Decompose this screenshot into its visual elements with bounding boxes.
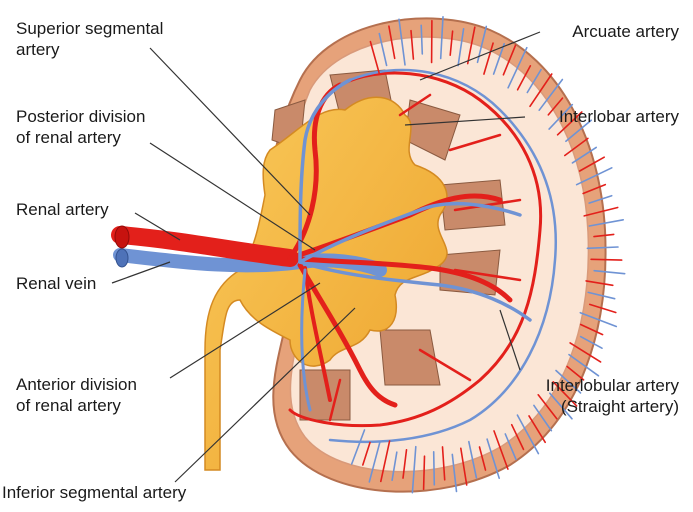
label-posterior-division: Posterior division of renal artery: [16, 106, 145, 148]
label-arcuate-artery: Arcuate artery: [572, 21, 679, 42]
label-renal-vein: Renal vein: [16, 273, 96, 294]
label-anterior-division: Anterior division of renal artery: [16, 374, 137, 416]
label-interlobular-artery: Interlobular artery (Straight artery): [546, 375, 679, 417]
label-superior-segmental-artery: Superior segmental artery: [16, 18, 163, 60]
label-renal-artery: Renal artery: [16, 199, 109, 220]
label-interlobar-artery: Interlobar artery: [559, 106, 679, 127]
interlobular-vessel: [421, 25, 422, 54]
interlobular-vessel: [591, 259, 622, 260]
interlobular-vessel: [434, 452, 435, 485]
interlobular-vessel: [424, 456, 425, 489]
label-inferior-segmental-artery: Inferior segmental artery: [2, 482, 186, 503]
